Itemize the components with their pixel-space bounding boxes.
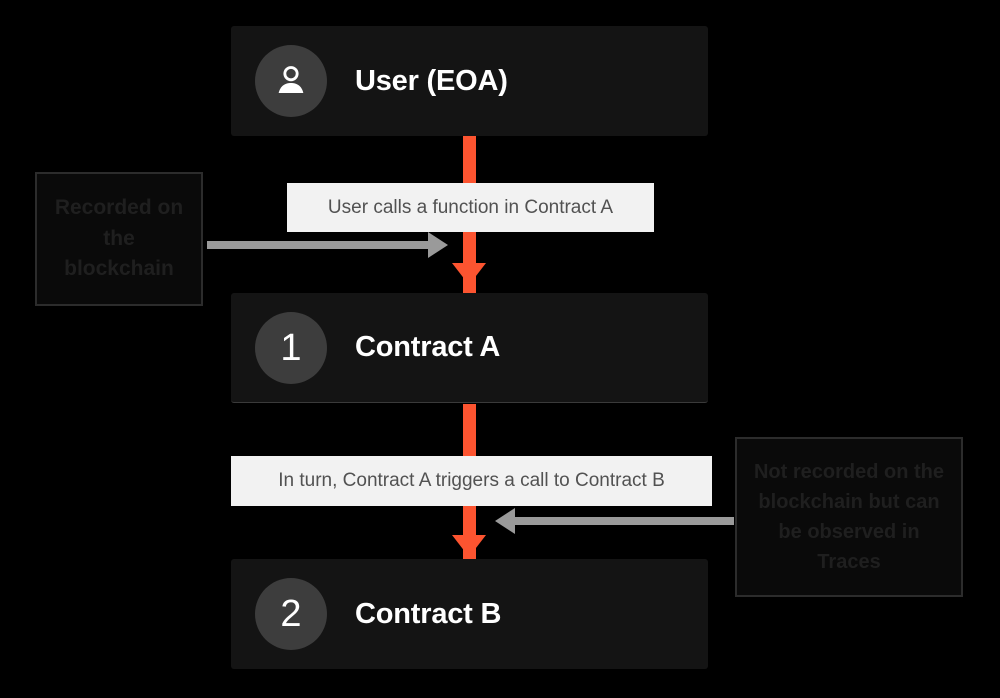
node-user-eoa[interactable]: User (EOA): [231, 26, 708, 136]
step-number-badge-1: 1: [255, 311, 327, 384]
note-not-recorded-on-blockchain: Not recorded on the blockchain but can b…: [735, 437, 963, 597]
annotation-arrow-right-line: [515, 517, 734, 525]
caption-user-calls-function: User calls a function in Contract A: [287, 183, 654, 232]
node-label-contract-b: Contract B: [355, 597, 502, 630]
arrowhead-down-contract-b-icon: [452, 535, 486, 557]
node-contract-b[interactable]: 2 Contract B: [231, 559, 708, 669]
flow-connector-contract-a-to-caption2: [463, 404, 476, 456]
node-label-user-eoa: User (EOA): [355, 64, 508, 97]
note-recorded-on-blockchain: Recorded on the blockchain: [35, 172, 203, 306]
step-number-badge-2: 2: [255, 578, 327, 650]
node-contract-a[interactable]: 1 Contract A: [231, 293, 708, 403]
node-label-contract-a: Contract A: [355, 331, 501, 363]
user-icon: [255, 45, 327, 117]
arrowhead-down-contract-a-icon: [452, 263, 486, 285]
arrowhead-right-icon: [428, 232, 448, 258]
arrowhead-left-icon: [495, 508, 515, 534]
caption-contract-a-triggers-call: In turn, Contract A triggers a call to C…: [231, 456, 712, 506]
annotation-arrow-left-line: [207, 241, 428, 249]
flow-connector-user-to-caption1: [463, 136, 476, 183]
